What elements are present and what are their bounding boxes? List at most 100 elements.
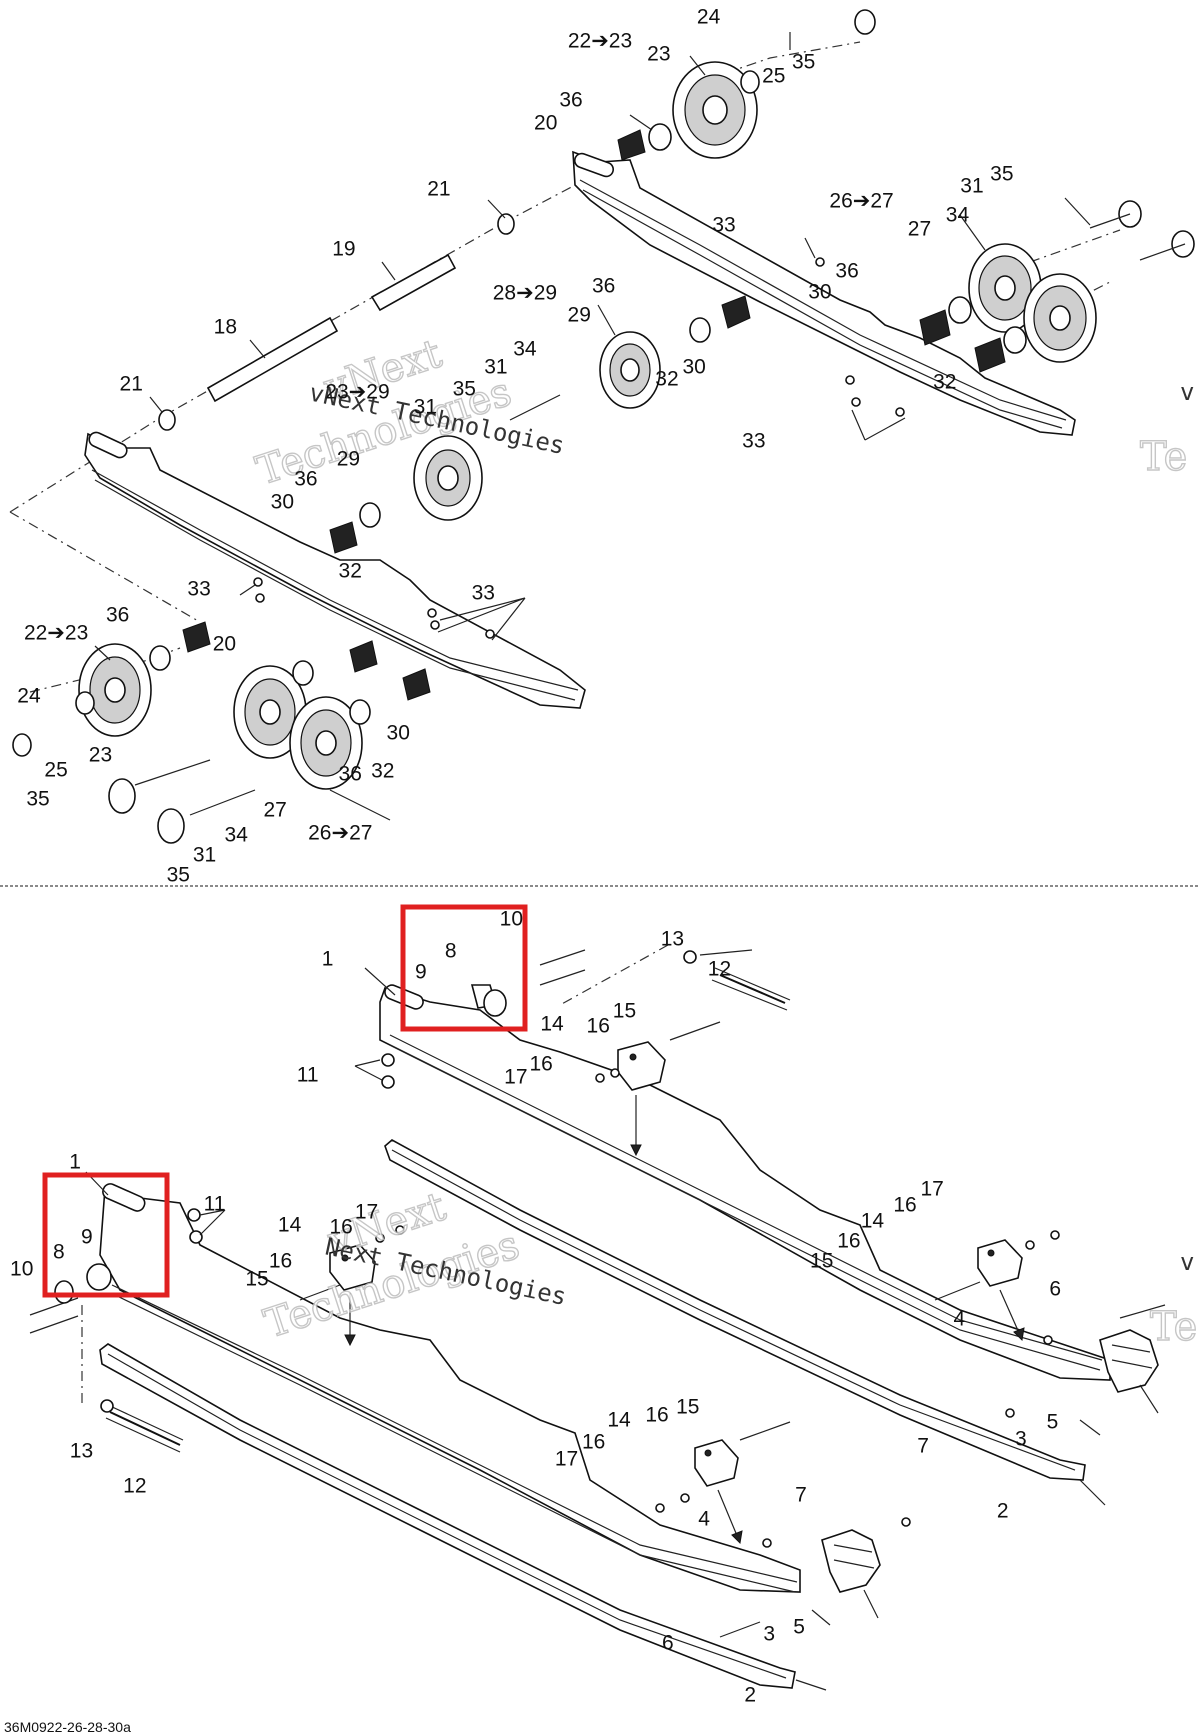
axle-19 bbox=[370, 253, 457, 312]
callout-label: 14 bbox=[540, 1013, 564, 1036]
callout-label: 35 bbox=[990, 163, 1013, 186]
wheel-left-22 bbox=[78, 643, 152, 737]
callout-label: 31 bbox=[414, 396, 437, 419]
wheel-middle-23-29 bbox=[413, 435, 483, 521]
top-assembly bbox=[9, 9, 1195, 844]
callout-label: 33 bbox=[742, 430, 765, 453]
rail-right-top bbox=[572, 150, 1076, 436]
callout-label: 15 bbox=[245, 1268, 268, 1291]
callout-label: 16 bbox=[330, 1216, 353, 1239]
edge-watermark-fragment: Te bbox=[1140, 434, 1187, 480]
callout-label: 18 bbox=[214, 316, 237, 339]
callout-label: 32 bbox=[371, 760, 394, 783]
callout-label: 21 bbox=[427, 178, 450, 201]
callout-label: 36 bbox=[294, 468, 317, 491]
callout-label: 16 bbox=[582, 1431, 605, 1454]
callout-label: 16 bbox=[530, 1053, 553, 1076]
rail-left-top bbox=[84, 432, 586, 709]
callout-label: 23➔29 bbox=[325, 381, 389, 404]
callouts-top: 22➔23232425353620211918213326➔2731353427… bbox=[17, 6, 1013, 887]
callout-label: 25 bbox=[44, 759, 67, 782]
end-cap-lower bbox=[821, 1529, 881, 1593]
wear-strip-upper bbox=[384, 1139, 1086, 1481]
callout-label: 36 bbox=[106, 604, 129, 627]
callout-label: 5 bbox=[793, 1616, 805, 1639]
callout-label: 32 bbox=[339, 560, 362, 583]
callout-label: 15 bbox=[613, 1000, 636, 1023]
callout-label: 5 bbox=[1047, 1411, 1059, 1434]
callout-label: 3 bbox=[1015, 1428, 1027, 1451]
bolt-12-bottom bbox=[109, 1411, 181, 1446]
edge-watermark-fragment: v bbox=[1180, 1248, 1194, 1276]
callout-label: 16 bbox=[587, 1015, 610, 1038]
callout-label: 10 bbox=[10, 1258, 33, 1281]
callout-label: 9 bbox=[81, 1226, 93, 1249]
bolt-12-top bbox=[719, 974, 786, 1004]
callout-label: 36 bbox=[559, 89, 582, 112]
callout-label: 8 bbox=[445, 940, 457, 963]
highlight-box-bottom bbox=[42, 1172, 170, 1298]
callout-label: 30 bbox=[271, 491, 294, 514]
callout-label: 4 bbox=[698, 1508, 710, 1531]
callout-label: 35 bbox=[792, 51, 815, 74]
wheel-middle-28 bbox=[599, 331, 661, 409]
callout-label: 6 bbox=[662, 1632, 674, 1655]
callout-label: 12 bbox=[708, 958, 731, 981]
callout-label: 2 bbox=[997, 1500, 1009, 1523]
callout-label: 29 bbox=[568, 304, 591, 327]
callout-label: 14 bbox=[607, 1409, 631, 1432]
callout-label: 15 bbox=[676, 1396, 699, 1419]
block-14-c bbox=[694, 1439, 739, 1487]
wheel-left-27 bbox=[289, 696, 363, 790]
callout-label: 14 bbox=[861, 1210, 885, 1233]
callout-label: 36 bbox=[835, 260, 858, 283]
edge-watermark-fragment: Te bbox=[1150, 1304, 1197, 1350]
callout-label: 2 bbox=[744, 1684, 756, 1707]
callout-label: 33 bbox=[187, 578, 210, 601]
callout-label: 23 bbox=[647, 43, 670, 66]
callout-label: 22➔23 bbox=[568, 30, 632, 53]
callout-label: 7 bbox=[795, 1484, 807, 1507]
drawing-code: 36M0922-26-28-30a bbox=[4, 1719, 131, 1735]
callout-label: 31 bbox=[484, 356, 507, 379]
callout-label: 1 bbox=[322, 948, 334, 971]
callout-label: 16 bbox=[837, 1230, 860, 1253]
callout-label: 32 bbox=[655, 368, 678, 391]
callout-label: 30 bbox=[682, 356, 705, 379]
callout-label: 19 bbox=[332, 238, 355, 261]
block-14-d bbox=[329, 1244, 376, 1291]
wheel-top-22 bbox=[672, 61, 758, 159]
callout-label: 29 bbox=[337, 448, 360, 471]
axle-18 bbox=[206, 316, 339, 403]
callout-label: 36 bbox=[592, 275, 615, 298]
callout-label: 35 bbox=[167, 864, 190, 887]
callout-label: 25 bbox=[762, 65, 785, 88]
callout-label: 12 bbox=[123, 1475, 146, 1498]
callout-label: 24 bbox=[17, 685, 41, 708]
callout-label: 20 bbox=[213, 633, 236, 656]
callout-label: 4 bbox=[953, 1308, 965, 1331]
callout-label: 35 bbox=[453, 378, 476, 401]
callout-label: 31 bbox=[193, 844, 216, 867]
wheel-right-27 bbox=[1023, 273, 1097, 363]
callout-label: 14 bbox=[278, 1214, 302, 1237]
callout-label: 27 bbox=[908, 218, 931, 241]
wheel-left-26 bbox=[233, 665, 307, 759]
callout-label: 16 bbox=[269, 1250, 292, 1273]
callout-label: 16 bbox=[893, 1194, 916, 1217]
callout-label: 35 bbox=[26, 788, 49, 811]
callout-label: 1 bbox=[69, 1151, 81, 1174]
callout-label: 34 bbox=[225, 824, 249, 847]
callout-label: 24 bbox=[697, 6, 721, 29]
callout-label: 17 bbox=[355, 1201, 378, 1224]
callout-label: 11 bbox=[297, 1064, 319, 1087]
callout-label: 26➔27 bbox=[308, 822, 372, 845]
callout-label: 34 bbox=[946, 204, 970, 227]
callout-label: 31 bbox=[960, 175, 983, 198]
callout-label: 33 bbox=[712, 214, 735, 237]
highlight-box-top bbox=[400, 904, 528, 1032]
callout-label: 28➔29 bbox=[493, 282, 557, 305]
callout-label: 3 bbox=[763, 1623, 775, 1646]
callout-label: 9 bbox=[415, 961, 427, 984]
